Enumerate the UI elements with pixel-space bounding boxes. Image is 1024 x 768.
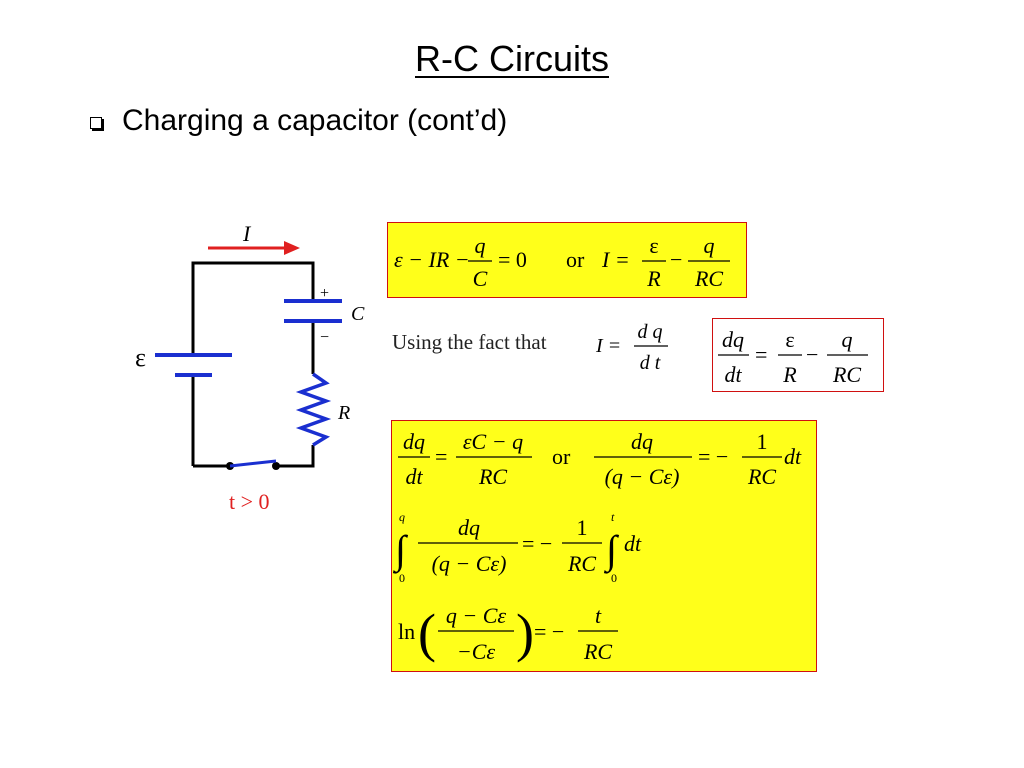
eq3c-den: −Cε [457,639,496,664]
eq3a-rhs-den: RC [478,464,507,489]
switch-caption: t > 0 [229,489,270,514]
current-arrow-head [284,241,300,255]
equation-box-dqdt: dq dt = ε R − q RC [712,318,884,392]
eq3c-rc: RC [583,639,612,664]
eq3a-equals: = [435,444,447,469]
eq2-dq: dq [722,327,744,352]
eq3b-dt: dt [624,531,642,556]
eq3b-integral-sign-2: ∫ [603,527,620,574]
eq2-minus: − [806,342,818,367]
eq1-fraction-num: q [475,233,486,258]
eq3a-or: or [552,444,571,469]
eq3b-upper-q: q [399,510,405,524]
resistor-zigzag [295,372,332,447]
eq1-I-equals: I = [601,247,630,272]
eq2-emf: ε [785,327,794,352]
eq3b-den: (q − Cε) [432,551,507,576]
eq1-lhs: ε − IR − [394,247,470,272]
equation-current-definition: I = d q d t [595,321,668,374]
eq3c-left-paren: ( [418,603,436,663]
eq3c-ln: ln [398,619,415,644]
eq3a-rhs-num: εC − q [463,429,523,454]
eq1-or: or [566,247,585,272]
eq3a-b-equals: = − [698,444,728,469]
eq2-equals: = [755,342,767,367]
equation-kirchhoff: ε − IR − q C = 0 or I = ε R − q RC [394,233,730,291]
eq2-RC: RC [832,362,861,387]
bullet-text: Charging a capacitor (cont’d) [122,104,508,137]
eq1-fraction-den: C [473,266,488,291]
eq3b-integral-sign-1: ∫ [392,527,409,574]
eq3b-dq: dq [458,515,480,540]
minus-sign: − [320,329,329,346]
eq3b-rc: RC [567,551,596,576]
resistor-label: R [337,402,350,424]
fact-lhs: I = [595,335,621,357]
eq3a-b-one: 1 [757,429,768,454]
fact-num: d q [638,321,663,343]
using-fact-text: Using the fact that [392,330,547,354]
capacitor-label: C [351,303,365,325]
eq3c-right-paren: ) [516,603,534,663]
eq3c-equals: = − [534,619,564,644]
plus-sign: + [320,285,329,302]
eq2-q: q [842,327,853,352]
bullet-square-icon [90,116,102,129]
eq3b-upper-t: t [611,510,615,524]
switch-contact-right [272,462,280,470]
emf-label: ε [135,343,146,372]
eq3a-b-rc: RC [747,464,776,489]
eq1-emf-den: R [646,266,661,291]
bullet-item: Charging a capacitor (cont’d) [90,104,507,138]
eq1-emf-num: ε [649,233,658,258]
eq3c-t: t [595,603,602,628]
wire-right-bottom [276,445,315,468]
current-label: I [242,221,252,246]
eq3a-dq: dq [403,429,425,454]
wire-left-top [191,261,315,355]
equation-box-integration: dq dt = εC − q RC or dq (q − Cε) = − 1 R… [391,420,817,672]
eq3a-b-dq: dq [631,429,653,454]
eq1-equals-zero: = 0 [498,247,527,272]
eq3c-num: q − Cε [446,603,507,628]
circuit-diagram: I ε + − C R t > 0 [135,221,365,514]
eq3a-b-den: (q − Cε) [605,464,680,489]
eq3a-dt: dt [405,464,423,489]
eq2-R: R [782,362,797,387]
equation-dqdt: dq dt = ε R − q RC [718,327,868,387]
slide-title: R-C Circuits [415,38,609,79]
eq3a-b-dt: dt [784,444,802,469]
eq1-q-den: RC [694,266,723,291]
eq1-minus: − [670,247,682,272]
equation-integration: dq dt = εC − q RC or dq (q − Cε) = − 1 R… [392,429,802,664]
eq1-q-num: q [704,233,715,258]
eq2-dt: dt [724,362,742,387]
switch-lever [229,459,277,468]
eq3b-lower-0b: 0 [611,571,617,585]
fact-den: d t [640,352,661,374]
equation-box-kirchhoff: ε − IR − q C = 0 or I = ε R − q RC [387,222,747,298]
eq3b-lower-0: 0 [399,571,405,585]
eq3b-one: 1 [577,515,588,540]
eq3b-equals: = − [522,531,552,556]
